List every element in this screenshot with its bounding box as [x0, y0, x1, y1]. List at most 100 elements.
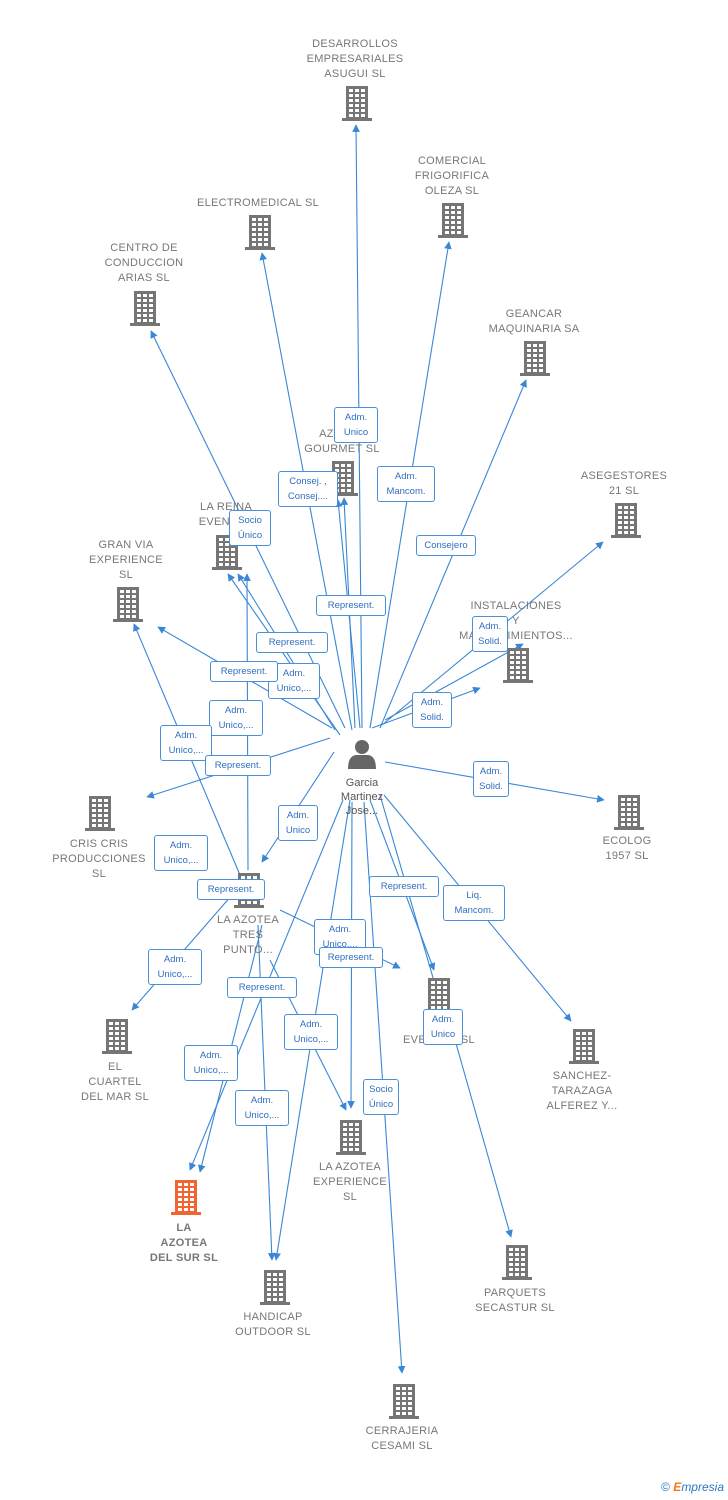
company-label-line: TARAZAGA: [551, 1085, 613, 1097]
relation-badge[interactable]: Adm. Unico: [423, 1009, 463, 1045]
building-icon[interactable]: [102, 1019, 132, 1054]
relation-badge[interactable]: Represent.: [227, 976, 297, 998]
company-label-line: EMPRESARIALES: [306, 53, 404, 65]
relation-edge: [131, 879, 246, 1011]
relation-badge[interactable]: Adm. Unico,...: [160, 725, 212, 761]
company-label-line: OLEZA SL: [424, 185, 480, 197]
relation-badge[interactable]: Adm. Unico: [278, 805, 318, 841]
relation-badge[interactable]: Socio Único: [363, 1079, 399, 1115]
relation-badge[interactable]: Liq. Mancom.: [443, 885, 505, 921]
company-label-geancar[interactable]: GEANCAR MAQUINARIA SA: [459, 307, 609, 337]
building-icon[interactable]: [260, 1270, 290, 1305]
company-label-line: LA AZOTEA: [216, 914, 279, 926]
relation-badge[interactable]: Represent.: [316, 594, 386, 616]
company-label-line: SECASTUR SL: [475, 1302, 555, 1314]
company-label-line: PUNTO...: [223, 944, 273, 956]
company-label-line: SL: [118, 569, 134, 581]
company-label-electromedical[interactable]: ELECTROMEDICAL SL: [183, 196, 333, 211]
relation-badge[interactable]: Socio Único: [229, 510, 271, 546]
building-icon[interactable]: [245, 215, 275, 250]
building-icon[interactable]: [502, 1245, 532, 1280]
empresia-logo-text: mpresia: [681, 1480, 724, 1494]
company-label-line: DEL MAR SL: [80, 1091, 149, 1103]
company-label-line: EVENTOS: [198, 516, 254, 528]
relation-badge[interactable]: Adm. Unico,...: [209, 700, 263, 736]
building-icon[interactable]: [113, 587, 143, 622]
person-label-line: Martinez: [340, 791, 384, 803]
empresia-credit[interactable]: © Empresia: [661, 1480, 724, 1494]
building-icon[interactable]: [503, 648, 533, 683]
copyright-symbol: ©: [661, 1480, 670, 1494]
building-icon[interactable]: [611, 503, 641, 538]
building-icon[interactable]: [130, 291, 160, 326]
company-label-line: MAQUINARIA SA: [488, 323, 580, 335]
company-label-line: HANDICAP: [243, 1311, 303, 1323]
company-label-line: SL: [342, 1191, 358, 1203]
relation-badge[interactable]: Consej. , Consej....: [278, 471, 338, 507]
company-label-line: LA: [176, 1222, 192, 1234]
person-label-line: Jose...: [345, 805, 379, 817]
company-label-line: PARQUETS: [483, 1287, 547, 1299]
relation-badge[interactable]: Adm. Solid.: [472, 616, 508, 652]
relation-badge[interactable]: Represent.: [319, 946, 383, 968]
person-icon[interactable]: [348, 740, 376, 769]
company-label-line: GEANCAR: [505, 308, 563, 320]
icon-layer: [85, 86, 644, 1419]
building-icon[interactable]: [342, 86, 372, 121]
relation-badge[interactable]: Consejero: [416, 534, 476, 556]
building-icon[interactable]: [569, 1029, 599, 1064]
building-icon[interactable]: [614, 795, 644, 830]
company-label-line: OUTDOOR SL: [235, 1326, 311, 1338]
building-icon[interactable]: [336, 1120, 366, 1155]
company-label-line: Y: [512, 615, 520, 627]
relation-badge[interactable]: Adm. Unico,...: [235, 1090, 289, 1126]
building-icon[interactable]: [171, 1180, 201, 1215]
building-icon[interactable]: [438, 203, 468, 238]
relation-badge[interactable]: Represent.: [205, 754, 271, 776]
relation-badge[interactable]: Represent.: [197, 878, 265, 900]
company-label-line: CRIS CRIS: [69, 838, 129, 850]
company-label-line: MANTENIMIENTOS...: [459, 630, 573, 642]
building-icon[interactable]: [424, 978, 454, 1013]
relation-badge[interactable]: Adm. Solid.: [473, 761, 509, 797]
relation-edge: [454, 1039, 513, 1238]
company-label-line: CENTRO DE: [110, 242, 178, 254]
company-label-line: CUARTEL: [88, 1076, 142, 1088]
company-label-line: GOURMET SL: [304, 443, 380, 455]
relation-badge[interactable]: Adm. Solid.: [412, 692, 452, 728]
building-icon[interactable]: [85, 796, 115, 831]
relation-badge[interactable]: Adm. Unico,...: [148, 949, 202, 985]
company-label-line: COMERCIAL: [417, 155, 487, 167]
relation-badge[interactable]: Adm. Unico,...: [154, 835, 208, 871]
relation-badge[interactable]: Adm. Unico,...: [184, 1045, 238, 1081]
company-label-line: ARIAS SL: [118, 272, 170, 284]
company-label-handicap[interactable]: HANDICAP OUTDOOR SL: [198, 1310, 348, 1340]
relation-badge[interactable]: Adm. Unico,...: [284, 1014, 338, 1050]
company-label-line: DESARROLLOS: [312, 38, 398, 50]
building-icon[interactable]: [520, 341, 550, 376]
company-label-parquets[interactable]: PARQUETS SECASTUR SL: [440, 1286, 590, 1316]
relation-badge[interactable]: Represent.: [210, 660, 278, 682]
company-label-line: AZOTEA: [160, 1237, 208, 1249]
relation-badge[interactable]: Adm. Mancom.: [377, 466, 435, 502]
relation-badge[interactable]: Represent.: [369, 875, 439, 897]
building-icon[interactable]: [389, 1384, 419, 1419]
relation-badge[interactable]: Adm. Unico: [334, 407, 378, 443]
relation-badge[interactable]: Represent.: [256, 631, 328, 653]
